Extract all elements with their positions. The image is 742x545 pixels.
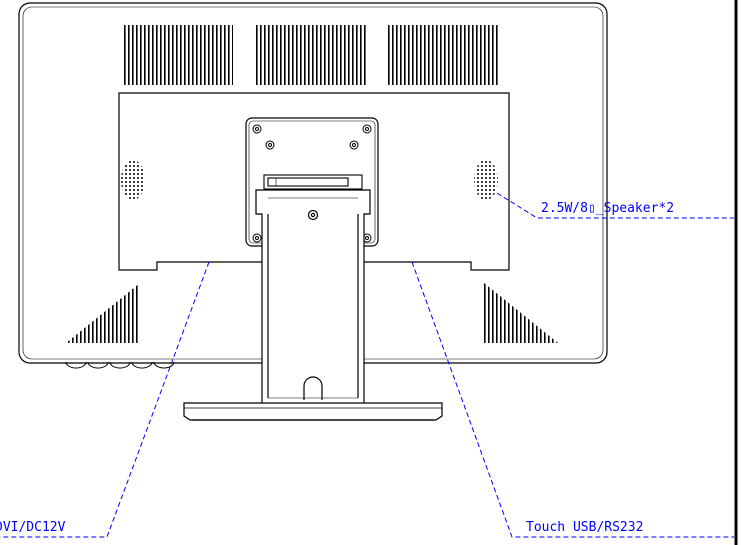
speaker-grilles <box>121 160 498 200</box>
touch-usb-leader <box>411 261 734 538</box>
stand-hinge <box>263 174 363 190</box>
stand-base <box>183 402 443 421</box>
bottom-buttons <box>65 361 175 369</box>
dvi-dc-callout-label: DVI/DC12V <box>0 520 66 535</box>
stand-neck <box>255 189 371 405</box>
bottom-left-vent <box>66 283 140 343</box>
speaker-callout-label: 2.5W/8▯_Speaker*2 <box>541 201 674 216</box>
callout-leaders <box>0 192 734 538</box>
touch-usb-callout-label: Touch USB/RS232 <box>526 520 643 535</box>
top-vent-grilles <box>122 25 499 85</box>
speaker-leader <box>496 192 734 219</box>
dvi-dc-leader <box>0 261 210 538</box>
bottom-right-vent <box>484 283 558 343</box>
